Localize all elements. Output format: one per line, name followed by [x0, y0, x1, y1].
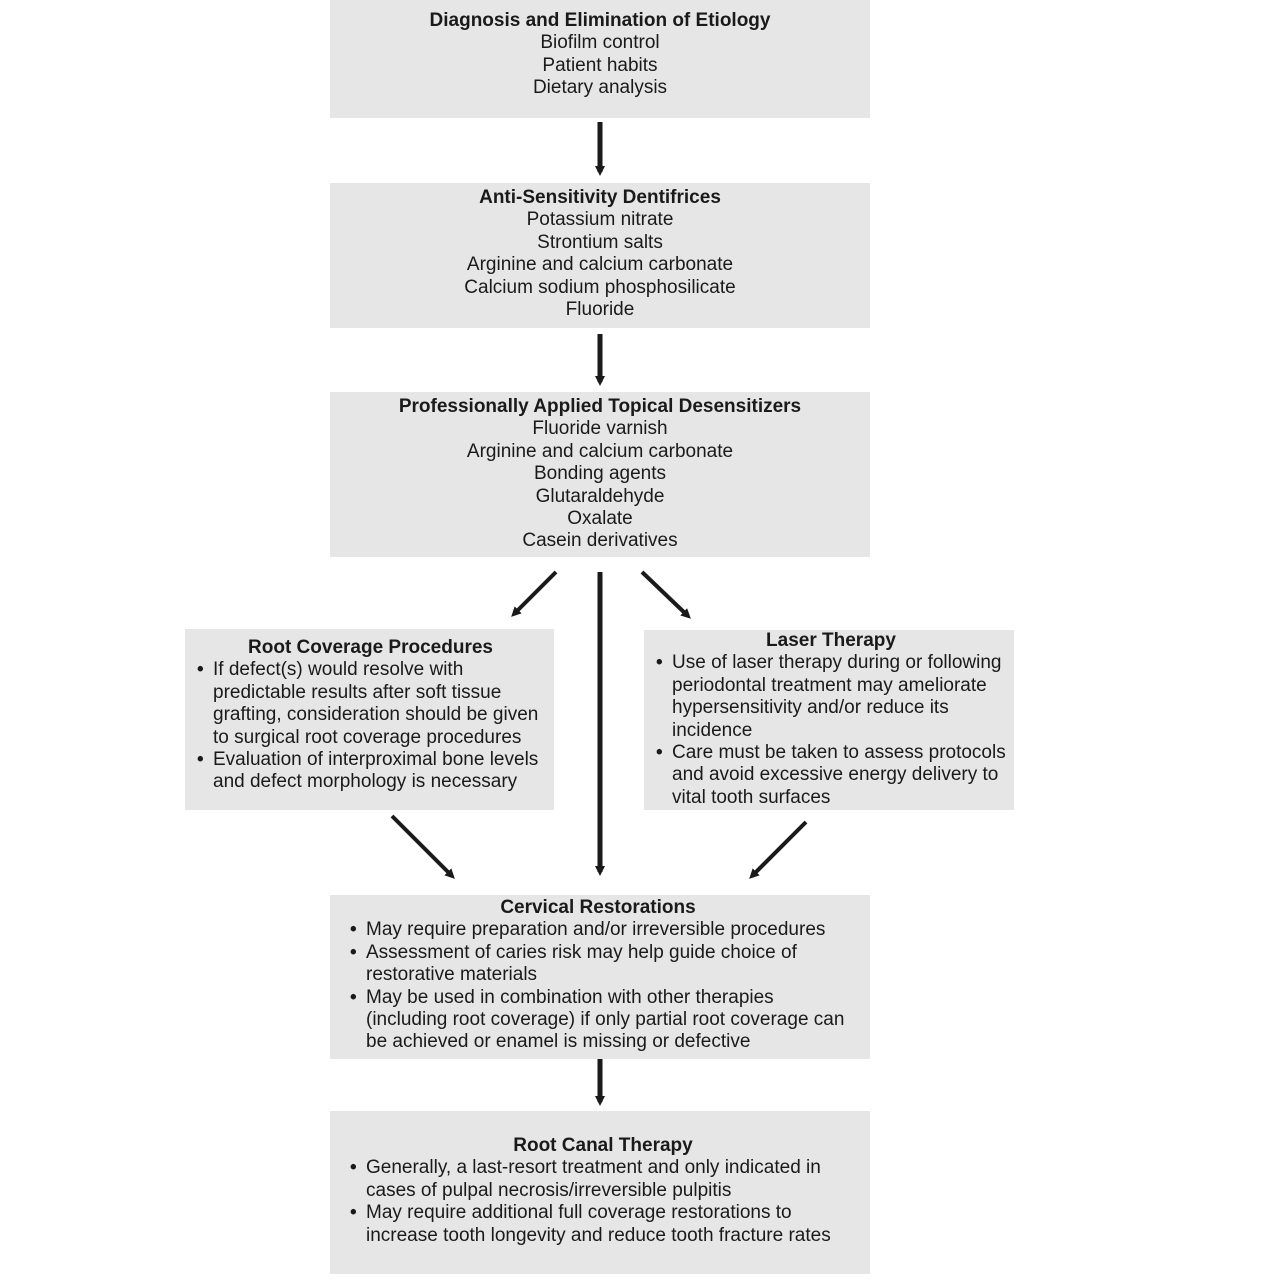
dentifrices-item: Calcium sodium phosphosilicate	[464, 276, 736, 298]
laser-therapy-title: Laser Therapy	[766, 630, 896, 651]
root-canal-title: Root Canal Therapy	[513, 1135, 693, 1156]
root-coverage-title: Root Coverage Procedures	[248, 637, 493, 658]
cervical-restorations-list: May require preparation and/or irreversi…	[350, 919, 846, 1053]
root-coverage-list: If defect(s) would resolve with predicta…	[197, 659, 544, 793]
dentifrices-box: Anti-Sensitivity Dentifrices Potassium n…	[330, 183, 870, 328]
cervical-restorations-title: Cervical Restorations	[500, 897, 696, 918]
laser-therapy-box: Laser Therapy Use of laser therapy durin…	[644, 630, 1014, 810]
diagnosis-item: Patient habits	[542, 54, 658, 76]
arrow-laser-to-cervical	[749, 820, 808, 879]
desensitizers-item: Bonding agents	[533, 463, 667, 485]
desensitizers-item: Arginine and calcium carbonate	[466, 440, 734, 462]
desensitizers-title: Professionally Applied Topical Desensiti…	[398, 396, 802, 417]
dentifrices-item: Fluoride	[565, 299, 635, 321]
desensitizers-box: Professionally Applied Topical Desensiti…	[330, 392, 870, 557]
list-item: If defect(s) would resolve with predicta…	[197, 659, 544, 749]
arrow-step3-to-root-coverage	[511, 570, 558, 617]
diagnosis-title: Diagnosis and Elimination of Etiology	[429, 10, 771, 31]
root-canal-list: Generally, a last-resort treatment and o…	[350, 1157, 856, 1247]
desensitizers-item: Fluoride varnish	[532, 418, 668, 440]
list-item: Care must be taken to assess protocols a…	[656, 742, 1006, 809]
dentifrices-item: Strontium salts	[537, 231, 663, 253]
root-canal-box: Root Canal Therapy Generally, a last-res…	[330, 1111, 870, 1274]
list-item: May require additional full coverage res…	[350, 1202, 856, 1247]
dentifrices-title: Anti-Sensitivity Dentifrices	[479, 187, 721, 208]
arrow-root-coverage-to-cervical	[390, 814, 455, 879]
desensitizers-item: Casein derivatives	[522, 530, 678, 552]
list-item: May require preparation and/or irreversi…	[350, 919, 846, 942]
list-item: Assessment of caries risk may help guide…	[350, 942, 846, 987]
diagnosis-box: Diagnosis and Elimination of Etiology Bi…	[330, 0, 870, 118]
list-item: Evaluation of interproximal bone levels …	[197, 749, 544, 794]
desensitizers-item: Glutaraldehyde	[535, 485, 665, 507]
list-item: May be used in combination with other th…	[350, 987, 846, 1054]
dentifrices-item: Potassium nitrate	[526, 209, 674, 231]
desensitizers-item: Oxalate	[567, 508, 633, 530]
dentifrices-item: Arginine and calcium carbonate	[466, 254, 734, 276]
diagnosis-item: Biofilm control	[540, 32, 660, 54]
laser-therapy-list: Use of laser therapy during or following…	[656, 652, 1006, 809]
cervical-restorations-box: Cervical Restorations May require prepar…	[330, 895, 870, 1059]
list-item: Generally, a last-resort treatment and o…	[350, 1157, 856, 1202]
arrow-step3-to-laser	[640, 570, 691, 619]
diagnosis-item: Dietary analysis	[532, 77, 668, 99]
list-item: Use of laser therapy during or following…	[656, 652, 1006, 742]
root-coverage-box: Root Coverage Procedures If defect(s) wo…	[185, 629, 554, 810]
